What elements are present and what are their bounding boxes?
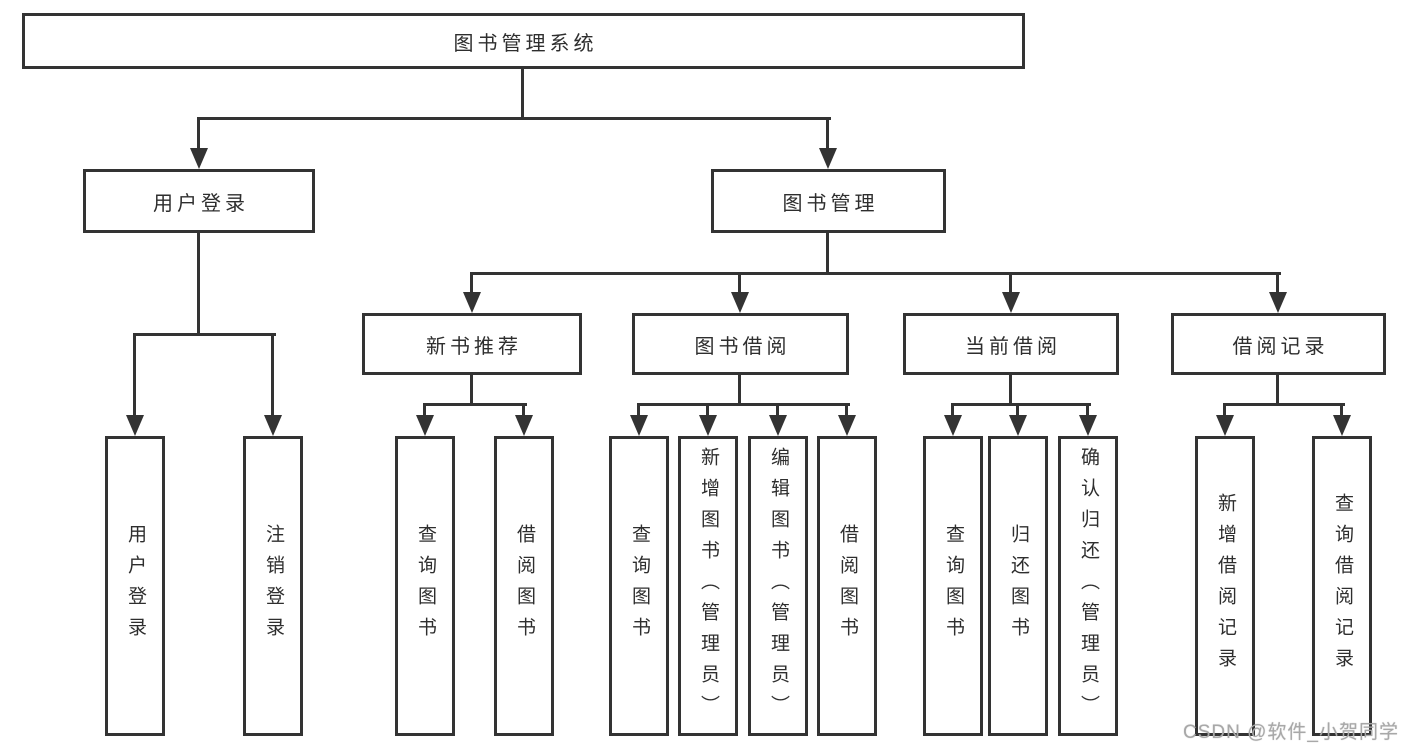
- leaf-query-book-current: 查询图书: [923, 436, 983, 736]
- arrow-down-icon: [1333, 415, 1351, 436]
- arrow-down-icon: [463, 292, 481, 313]
- node-book-borrow-label: 图书借阅: [694, 335, 791, 358]
- arrow-down-icon: [1269, 292, 1287, 313]
- connector-line: [197, 233, 200, 336]
- leaf-user-login: 用户登录: [105, 436, 165, 736]
- connector-line: [197, 117, 831, 120]
- connector-line: [845, 403, 848, 419]
- arrow-down-icon: [944, 415, 962, 436]
- connector-line: [826, 117, 829, 155]
- leaf-query-borrow-record: 查询借阅记录: [1312, 436, 1372, 736]
- connector-line: [470, 375, 473, 406]
- arrow-down-icon: [699, 415, 717, 436]
- connector-line: [951, 403, 1091, 406]
- node-root-label: 图书管理系统: [453, 32, 598, 55]
- leaf-edit-book-admin: 编辑图书（管理员）: [748, 436, 808, 736]
- leaf-borrow-book: 借阅图书: [817, 436, 877, 736]
- connector-line: [1340, 403, 1343, 419]
- leaf-confirm-return-admin: 确认归还（管理员）: [1058, 436, 1118, 736]
- arrow-down-icon: [838, 415, 856, 436]
- node-book-management: 图书管理: [711, 169, 946, 233]
- arrow-down-icon: [1079, 415, 1097, 436]
- leaf-add-book-admin: 新增图书（管理员）: [678, 436, 738, 736]
- node-new-book-recommend: 新书推荐: [362, 313, 582, 375]
- leaf-add-borrow-record: 新增借阅记录: [1195, 436, 1255, 736]
- arrow-down-icon: [1009, 415, 1027, 436]
- connector-line: [133, 333, 276, 336]
- connector-line: [706, 403, 709, 419]
- connector-line: [1009, 272, 1012, 296]
- connector-line: [776, 403, 779, 419]
- node-current-borrow: 当前借阅: [903, 313, 1119, 375]
- connector-line: [1276, 375, 1279, 406]
- leaf-query-book-borrow: 查询图书: [609, 436, 669, 736]
- connector-line: [637, 403, 640, 419]
- connector-line: [1086, 403, 1089, 419]
- connector-line: [1016, 403, 1019, 419]
- arrow-down-icon: [819, 148, 837, 169]
- arrow-down-icon: [416, 415, 434, 436]
- leaf-query-book-newrec: 查询图书: [395, 436, 455, 736]
- node-book-management-label: 图书管理: [782, 192, 879, 215]
- connector-line: [738, 272, 741, 296]
- arrow-down-icon: [769, 415, 787, 436]
- connector-line: [423, 403, 527, 406]
- node-book-borrow: 图书借阅: [632, 313, 849, 375]
- node-borrow-record: 借阅记录: [1171, 313, 1386, 375]
- leaf-borrow-book-newrec: 借阅图书: [494, 436, 554, 736]
- connector-line: [197, 117, 200, 155]
- csdn-watermark: CSDN @软件_小贺同学: [1183, 722, 1399, 743]
- leaf-return-book: 归还图书: [988, 436, 1048, 736]
- arrow-down-icon: [190, 148, 208, 169]
- connector-line: [1276, 272, 1279, 296]
- node-user-login: 用户登录: [83, 169, 315, 233]
- arrow-down-icon: [731, 292, 749, 313]
- node-borrow-record-label: 借阅记录: [1232, 335, 1329, 358]
- connector-line: [271, 333, 274, 418]
- node-root-system: 图书管理系统: [22, 13, 1025, 69]
- node-current-borrow-label: 当前借阅: [965, 335, 1061, 358]
- node-new-book-recommend-label: 新书推荐: [426, 335, 522, 358]
- connector-line: [1223, 403, 1226, 419]
- connector-line: [1223, 403, 1345, 406]
- arrow-down-icon: [1002, 292, 1020, 313]
- arrow-down-icon: [515, 415, 533, 436]
- arrow-down-icon: [126, 415, 144, 436]
- arrow-down-icon: [630, 415, 648, 436]
- connector-line: [1009, 375, 1012, 406]
- connector-line: [637, 403, 850, 406]
- connector-line: [133, 333, 136, 418]
- connector-line: [951, 403, 954, 419]
- connector-line: [521, 68, 524, 120]
- connector-line: [470, 272, 473, 296]
- leaf-logout: 注销登录: [243, 436, 303, 736]
- connector-line: [522, 403, 525, 419]
- node-user-login-label: 用户登录: [153, 192, 249, 215]
- connector-line: [738, 375, 741, 406]
- connector-line: [826, 233, 829, 275]
- arrow-down-icon: [1216, 415, 1234, 436]
- connector-line: [423, 403, 426, 419]
- connector-line: [470, 272, 1281, 275]
- arrow-down-icon: [264, 415, 282, 436]
